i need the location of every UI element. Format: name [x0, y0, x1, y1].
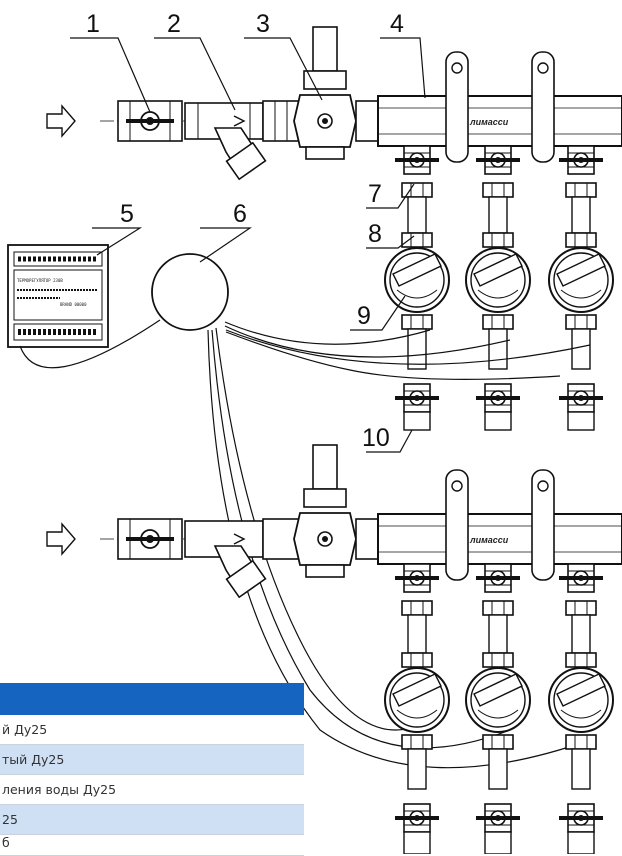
label-2: 2 [167, 10, 181, 38]
y-strainer [184, 102, 267, 181]
label-8: 8 [368, 220, 382, 248]
branch-outlets-top [384, 145, 614, 431]
top-assembly: лимасси [46, 26, 622, 431]
ball-valve-inlet [117, 100, 183, 142]
parts-table-row: ления воды Ду25 [0, 774, 304, 805]
parts-table-row: б [0, 834, 304, 856]
label-3: 3 [256, 10, 270, 38]
parts-table-row: тый Ду25 [0, 744, 304, 775]
controller-module: ТЕРМОРЕГУЛЯТОР 230В BRAND 00000 [7, 244, 109, 348]
label-6: 6 [233, 200, 247, 228]
label-1: 1 [86, 10, 100, 38]
flow-arrow-icon [46, 104, 76, 138]
label-7: 7 [368, 180, 382, 208]
label-10: 10 [362, 424, 390, 452]
brand-logo: лимасси [469, 117, 509, 127]
parts-table-row: 25 [0, 804, 304, 835]
brand-logo-bottom: лимасси [469, 535, 509, 545]
bottom-assembly: лимасси [46, 444, 622, 854]
label-9: 9 [357, 302, 371, 330]
parts-table-header [0, 683, 304, 715]
flow-arrow-icon [46, 522, 76, 556]
pressure-reducer [293, 26, 357, 160]
junction-box [151, 253, 229, 331]
parts-table: й Ду25 тый Ду25 ления воды Ду25 25 б [0, 683, 304, 856]
manifold-bar: лимасси [377, 95, 622, 147]
parts-table-row: й Ду25 [0, 715, 304, 745]
controller-line-2: BRAND 00000 [60, 302, 87, 307]
callout-numbers: 1 2 3 4 5 6 7 8 9 10 [86, 10, 404, 452]
label-4: 4 [390, 10, 404, 38]
mounting-brackets [445, 51, 555, 163]
label-5: 5 [120, 200, 134, 228]
controller-line-1: ТЕРМОРЕГУЛЯТОР 230В [17, 278, 63, 283]
callouts [70, 37, 426, 453]
